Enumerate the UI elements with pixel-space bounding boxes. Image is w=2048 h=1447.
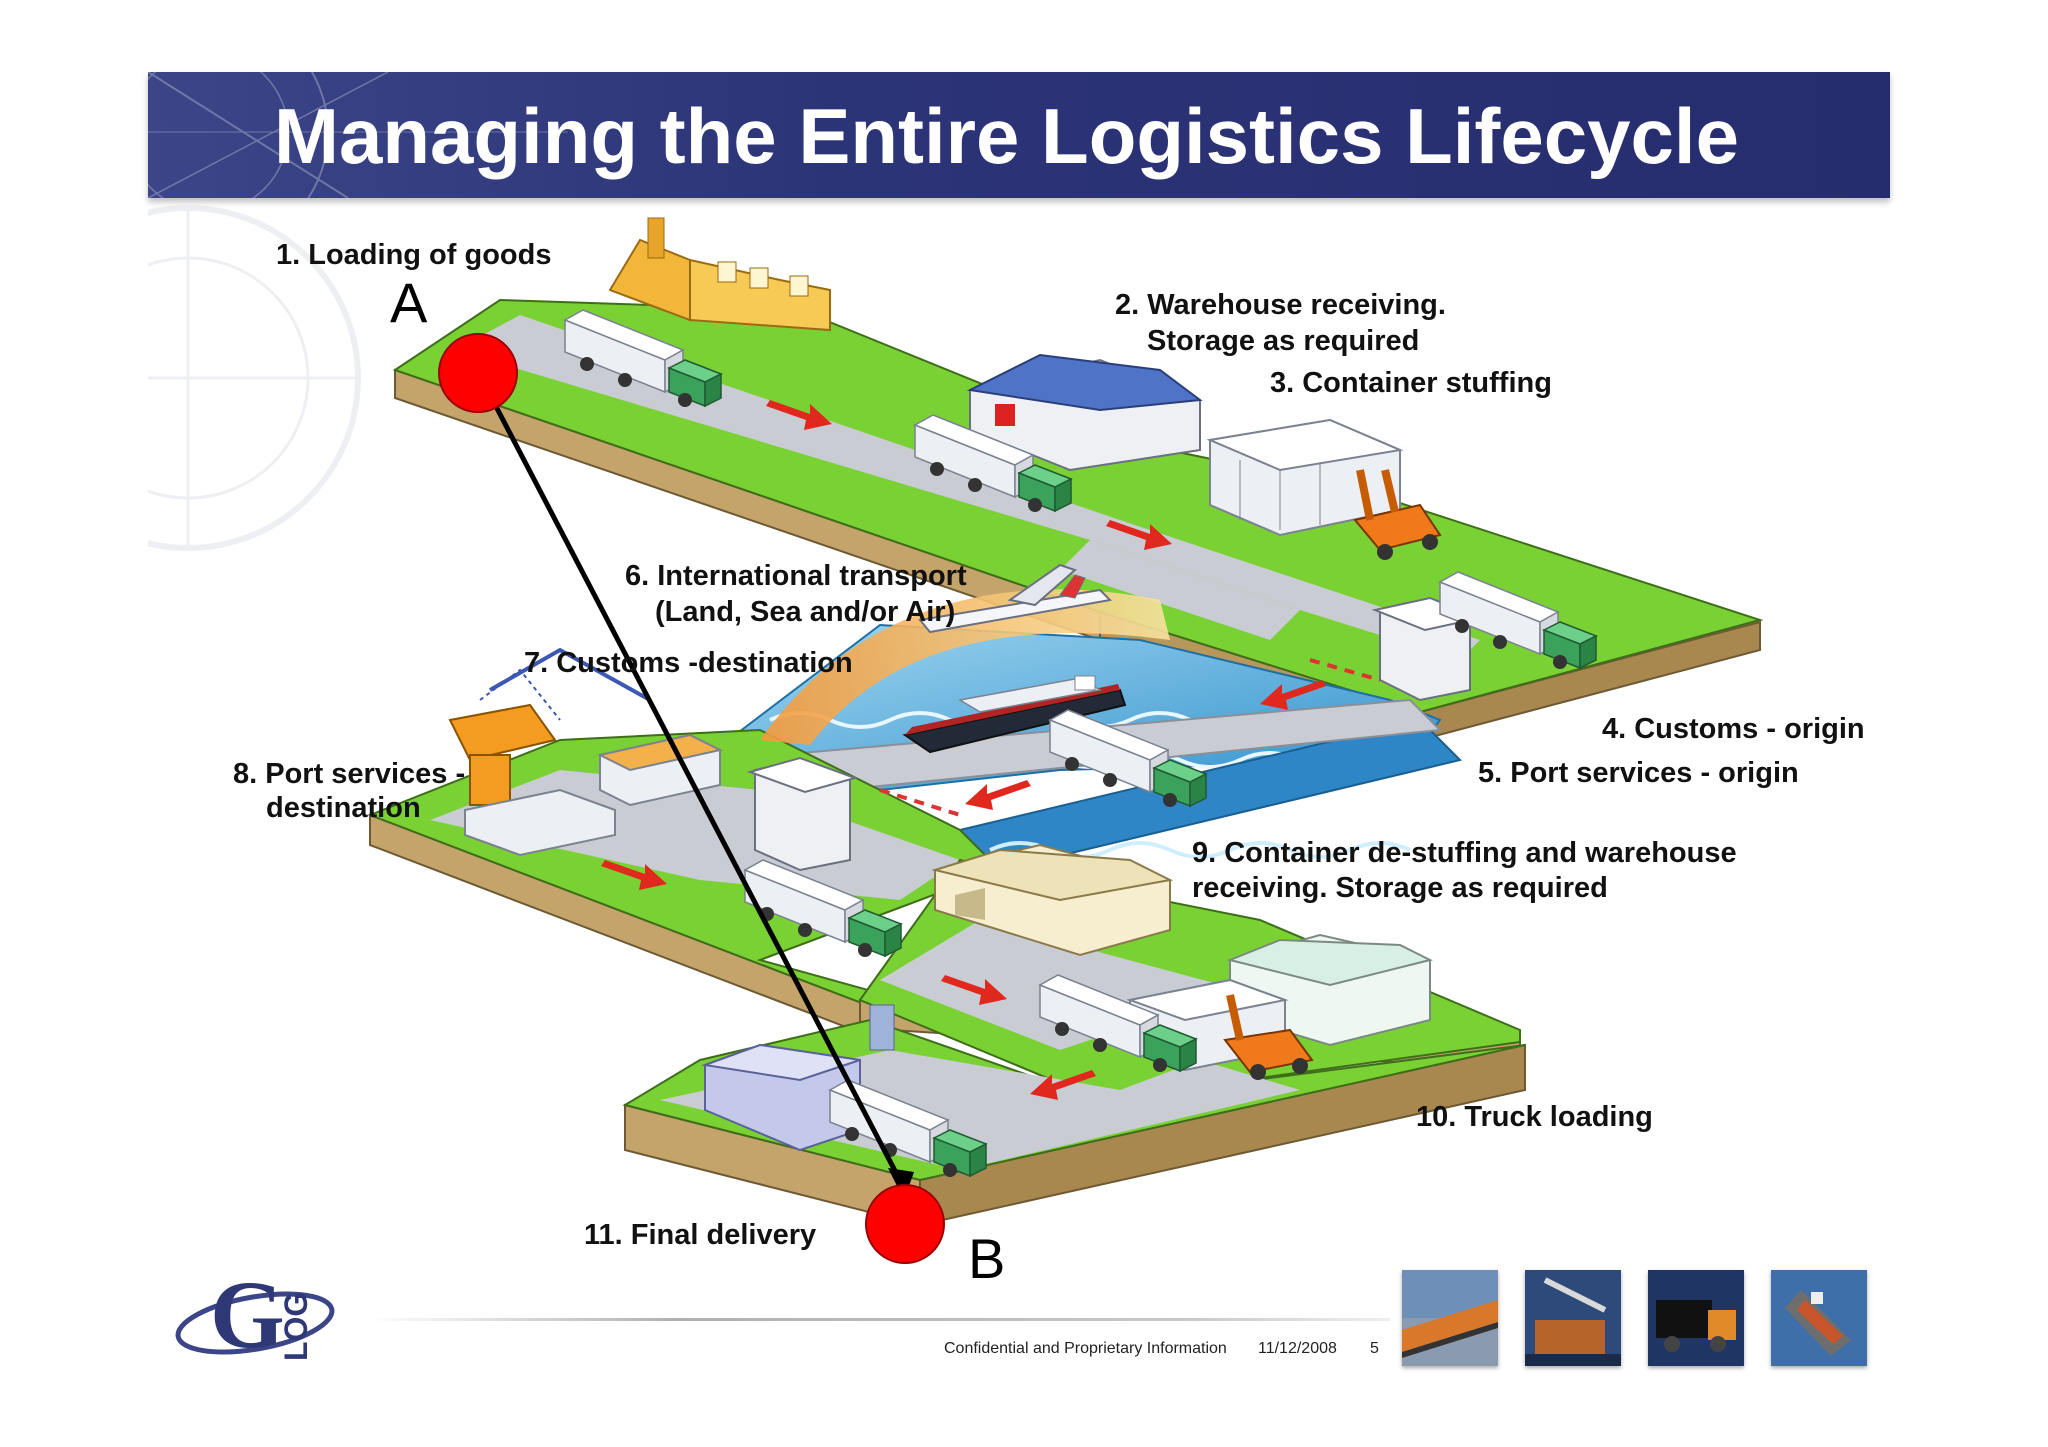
start-marker [438,333,518,413]
container-stack-icon [464,733,723,857]
logo-letters-log: LOG [278,1291,314,1361]
customs-booth-icon [1371,596,1484,702]
start-point-label: A [390,271,428,334]
footer-page-number: 5 [1370,1340,1379,1357]
crane-icon [448,647,651,806]
step-4-label: 4. Customs - origin [1602,713,1865,745]
factory-icon [608,217,831,332]
logo-swoosh-icon [175,1291,335,1355]
step-5-label: 5. Port services - origin [1478,757,1799,789]
container-stack-icon [1206,418,1404,537]
end-point-label: B [968,1227,1006,1290]
step-7-label: 7. Customs -destination [524,647,853,679]
step-9-label-line2: receiving. Storage as required [1192,872,1608,904]
step-2-label-line2: Storage as required [1147,325,1420,357]
footer-divider [370,1318,1390,1321]
logo-letter-g: G [210,1261,285,1368]
step-8-label: 8. Port services - [233,758,466,790]
company-logo: G LOG [170,1261,350,1375]
forklift-icon [1353,469,1442,560]
page-title: Managing the Entire Logistics Lifecycle [274,92,1739,180]
step-11-label: 11. Final delivery [584,1219,817,1251]
container-crane-image [1525,1270,1621,1366]
route-arrow-icon [965,780,1031,810]
transport-swoosh [760,589,1170,745]
end-marker [865,1184,945,1264]
step-10-label: 10. Truck loading [1416,1101,1653,1133]
step-9-label: 9. Container de-stuffing and warehouse [1192,837,1737,869]
ship-icon [902,675,1127,754]
step-1-label: 1. Loading of goods [276,239,552,271]
footer-confidential: Confidential and Proprietary Information [944,1340,1227,1357]
warehouse-icon [966,353,1203,472]
step-6-label-line2: (Land, Sea and/or Air) [655,596,956,628]
step-6-label: 6. International transport [625,560,967,592]
title-banner: Managing the Entire Logistics Lifecycle [148,72,1890,198]
step-3-label: 3. Container stuffing [1270,367,1552,399]
warehouse-icon [931,843,1174,957]
forklift-icon [1223,994,1314,1080]
footer-date: 11/12/2008 [1258,1340,1337,1357]
rail-freight-image [1402,1270,1498,1366]
step-8-label-line2: destination [266,792,421,824]
route-arrowhead [888,1168,914,1200]
globe-grid-decoration [148,72,568,198]
truck-image [1648,1270,1744,1366]
route-line-a-to-b [475,370,907,1190]
factory-icon [701,1004,895,1152]
customs-booth-icon [746,756,859,872]
airplane-icon [918,563,1113,634]
cargo-ship-image [1771,1270,1867,1366]
step-2-label: 2. Warehouse receiving. [1115,289,1446,321]
compass-watermark [148,205,361,551]
